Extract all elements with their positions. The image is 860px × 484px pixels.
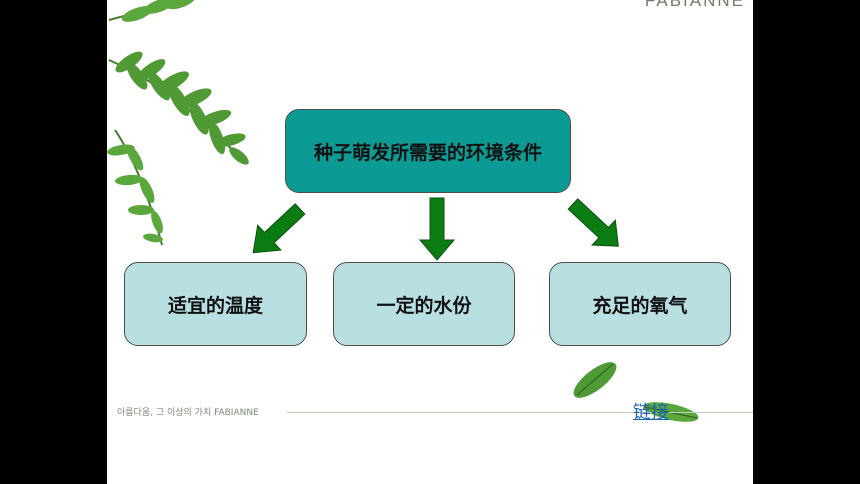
- child-node-temperature: 适宜的温度: [124, 262, 307, 346]
- arrow-to-temperature: [252, 203, 306, 254]
- root-node: 种子萌发所需要的环境条件: [285, 109, 571, 193]
- child-node-water: 一定的水份: [333, 262, 515, 346]
- arrows-layer: [252, 197, 619, 261]
- link[interactable]: 链接: [633, 402, 669, 423]
- brand-logo-top: FABIANNE: [644, 0, 745, 10]
- slide: FABIANNE 种子萌发所需要的环境条件 适宜的温度 一定的水份 充足的氧气 …: [107, 0, 753, 484]
- fern-leaves-decoration: [107, 0, 249, 246]
- footer-tagline: 아름다움, 그 이상의 가치 FABIANNE: [117, 408, 259, 418]
- arrow-to-water: [418, 197, 456, 261]
- arrow-to-oxygen: [567, 198, 619, 247]
- footer-divider: [287, 412, 753, 413]
- child-node-oxygen: 充足的氧气: [549, 262, 731, 346]
